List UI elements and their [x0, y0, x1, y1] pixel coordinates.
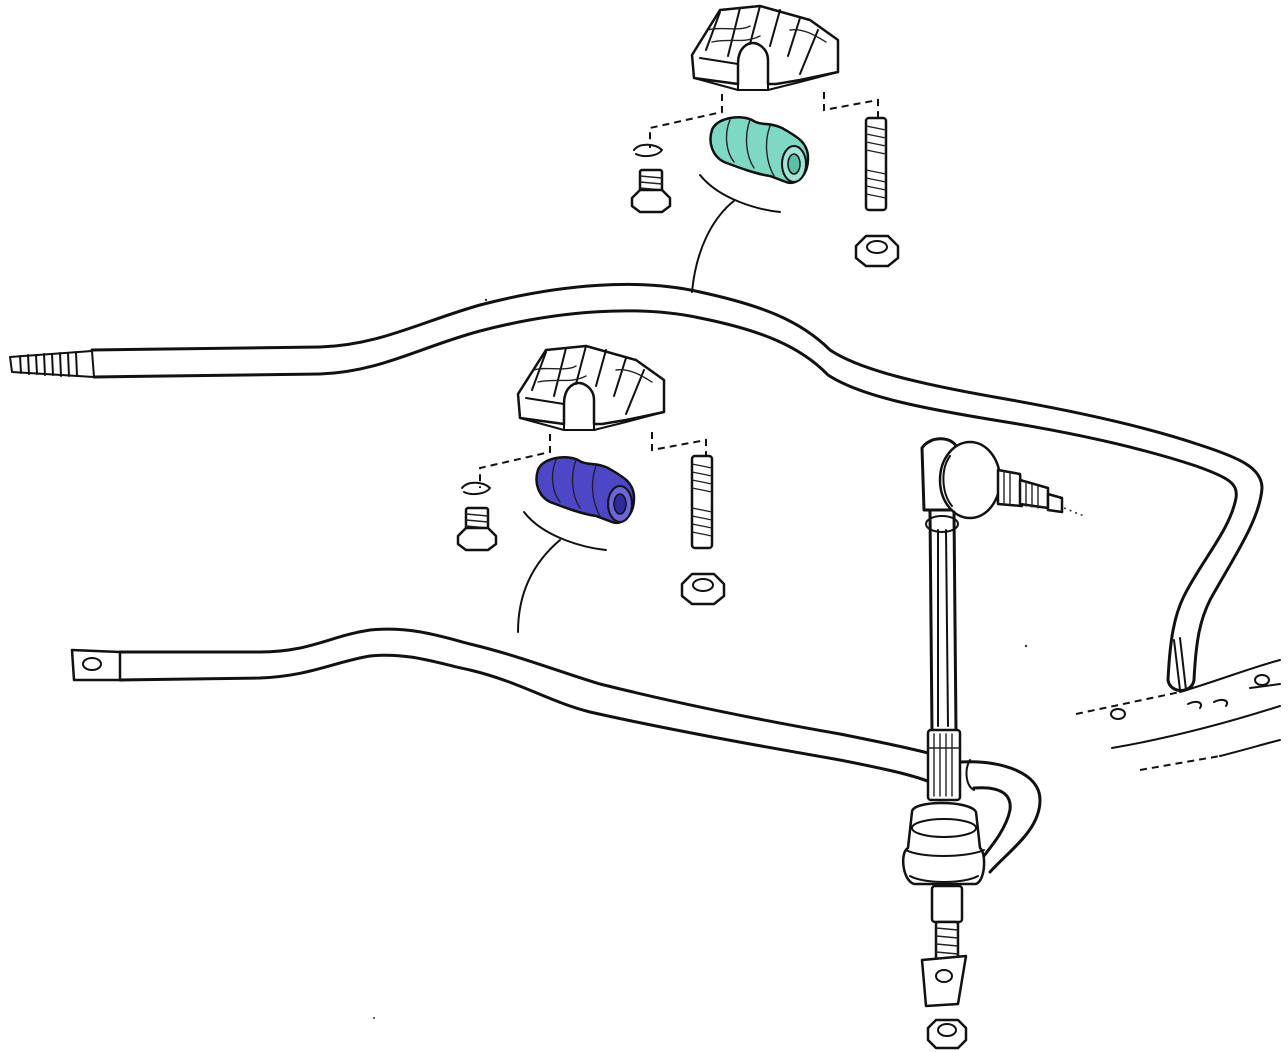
upper-clamp-bracket [690, 4, 840, 91]
lower-stud [690, 454, 714, 550]
drop-link [901, 437, 1085, 1050]
stabilizer-bar-front [70, 627, 1042, 874]
upper-bushing [709, 116, 810, 185]
lower-leader-line [517, 539, 561, 633]
upper-bolt [630, 143, 672, 214]
lower-bushing [535, 456, 636, 525]
lower-bolt [456, 481, 498, 552]
lower-nut [680, 572, 726, 606]
specks [373, 298, 1028, 1019]
upper-nut [854, 234, 900, 268]
stabilizer-bar-rear [9, 282, 1264, 692]
lower-clamp-bracket [516, 344, 666, 431]
frame-plate [1075, 659, 1281, 771]
upper-leader-line [691, 199, 736, 293]
lower-mount-assembly [456, 344, 726, 633]
upper-mount-assembly [630, 4, 900, 293]
upper-stud [864, 116, 888, 212]
